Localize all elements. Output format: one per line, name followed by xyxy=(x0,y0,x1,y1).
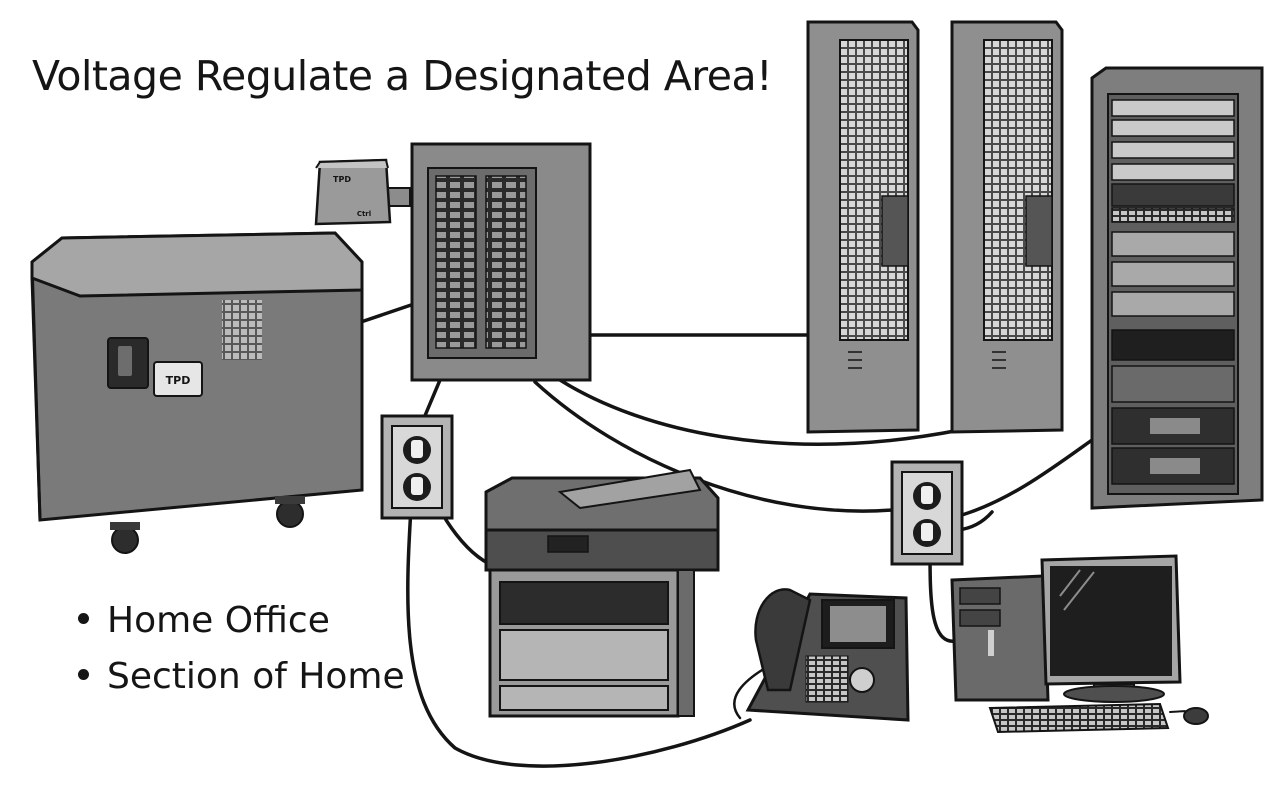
printer xyxy=(484,468,720,718)
regulator-wheel xyxy=(111,526,139,554)
bullet-list: Home Office Section of Home xyxy=(78,596,405,708)
bullet-item: Section of Home xyxy=(78,652,405,708)
server-rack xyxy=(1090,66,1264,510)
bullet-dot xyxy=(78,612,89,624)
desktop-computer xyxy=(950,554,1209,734)
cable-panel-to-tower2 xyxy=(558,378,962,446)
cable-regulator-to-panel xyxy=(356,302,416,325)
regulator-badge xyxy=(153,361,203,397)
monitor-bottom-label: Ctrl xyxy=(357,210,371,218)
wall-outlet-left xyxy=(380,414,454,520)
remote-monitor: TPD Ctrl xyxy=(314,158,411,226)
bullet-text: Home Office xyxy=(107,600,330,641)
tower-server-1 xyxy=(806,20,920,434)
monitor-top-label: TPD xyxy=(333,175,351,184)
cable-outlet-left-to-phone xyxy=(406,490,752,768)
tower-server-2 xyxy=(950,20,1064,434)
regulator-badge-label: TPD xyxy=(166,374,191,387)
wall-outlet-right xyxy=(890,460,964,566)
bullet-text: Section of Home xyxy=(107,656,405,697)
page-title: Voltage Regulate a Designated Area! xyxy=(32,52,773,100)
regulator-wheel xyxy=(276,500,304,528)
bullet-dot xyxy=(78,668,89,680)
cable-outlet-right-to-rack xyxy=(960,438,1094,517)
bullet-item: Home Office xyxy=(78,596,405,652)
breaker-panel xyxy=(410,142,592,382)
ip-phone xyxy=(745,588,910,722)
voltage-regulator: TPD xyxy=(30,231,364,554)
cable-panel-to-outlet-left xyxy=(422,378,442,420)
